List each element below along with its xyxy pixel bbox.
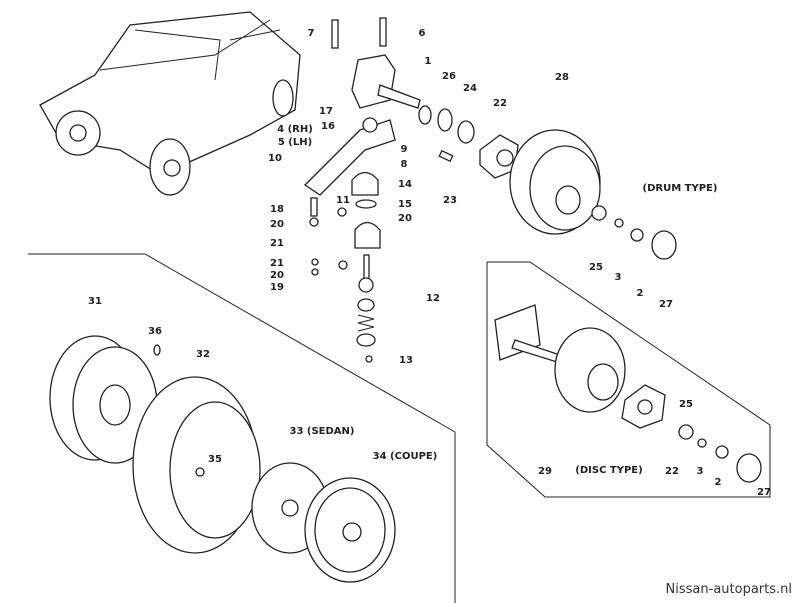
part-callout-label: (DISC TYPE) [575, 465, 642, 476]
disc-brake-assembly [494, 304, 762, 483]
part-callout-label: 1 [425, 56, 432, 67]
part-callout-label: 14 [398, 179, 412, 190]
part-callout-label: 21 [270, 238, 284, 249]
steering-knuckle-assembly [303, 17, 475, 363]
part-callout-label: 31 [88, 296, 102, 307]
part-callout-label: 25 [589, 262, 603, 273]
part-callout-label: 33 (SEDAN) [290, 426, 355, 437]
part-callout-label: 20 [270, 219, 284, 230]
part-callout-label: 15 [398, 199, 412, 210]
part-callout-label: 4 (RH) [277, 124, 313, 135]
part-callout-label: 22 [665, 466, 679, 477]
part-callout-label: 26 [442, 71, 456, 82]
part-callout-label: 17 [319, 106, 333, 117]
part-callout-label: 35 [208, 454, 222, 465]
part-callout-label: 22 [493, 98, 507, 109]
part-callout-label: 29 [538, 466, 552, 477]
disc-section-border [486, 261, 771, 498]
part-callout-label: 18 [270, 204, 284, 215]
part-callout-label: 11 [336, 195, 350, 206]
wheel-section-border [28, 253, 456, 603]
part-callout-label: 25 [679, 399, 693, 410]
part-callout-label: 21 [270, 258, 284, 269]
part-callout-label: 8 [401, 159, 408, 170]
part-callout-label: 5 (LH) [278, 137, 312, 148]
part-callout-label: 32 [196, 349, 210, 360]
part-callout-label: (DRUM TYPE) [643, 183, 718, 194]
part-callout-label: 24 [463, 83, 477, 94]
part-callout-label: 23 [443, 195, 457, 206]
car-illustration [39, 11, 301, 196]
watermark: Nissan-autoparts.nl [665, 582, 792, 597]
part-callout-label: 27 [757, 487, 771, 498]
part-callout-label: 2 [715, 477, 722, 488]
part-callout-label: 20 [398, 213, 412, 224]
part-callout-label: 19 [270, 282, 284, 293]
part-callout-label: 34 (COUPE) [373, 451, 438, 462]
part-callout-label: 3 [697, 466, 704, 477]
part-callout-label: 3 [615, 272, 622, 283]
part-callout-label: 2 [637, 288, 644, 299]
drum-brake-assembly [479, 129, 677, 260]
part-callout-label: 20 [270, 270, 284, 281]
part-callout-label: 28 [555, 72, 569, 83]
part-callout-label: 36 [148, 326, 162, 337]
part-callout-label: 9 [401, 144, 408, 155]
part-callout-label: 6 [419, 28, 426, 39]
part-callout-label: 12 [426, 293, 440, 304]
part-callout-label: 13 [399, 355, 413, 366]
wheel-assembly [49, 335, 396, 583]
part-callout-label: 10 [268, 153, 282, 164]
part-callout-label: 16 [321, 121, 335, 132]
part-callout-label: 27 [659, 299, 673, 310]
part-callout-label: 7 [308, 28, 315, 39]
